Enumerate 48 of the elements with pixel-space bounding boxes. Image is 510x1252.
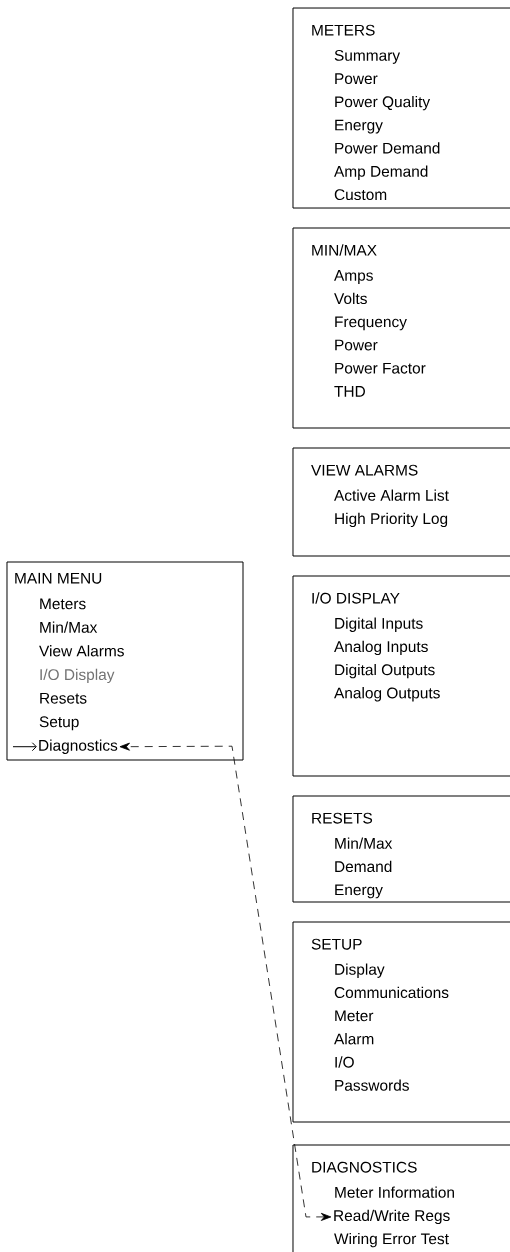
menu-item: Wiring Error Test <box>334 1232 449 1248</box>
menu-item: Analog Inputs <box>334 640 428 656</box>
menu-item: Power <box>335 339 378 351</box>
menu-item: Summary <box>334 49 400 64</box>
menu-item: Alarm <box>334 1033 374 1045</box>
menu-heading: RESETS <box>312 812 373 824</box>
menu-item: Resets <box>40 692 87 704</box>
menu-item: Power Factor <box>335 362 426 374</box>
menu-item: Min/Max <box>40 621 98 633</box>
menu-item: Meter Information <box>335 1186 454 1198</box>
menu-item: Active Alarm List <box>334 489 449 501</box>
menu-item: Custom <box>334 189 387 201</box>
menu-item: Volts <box>334 292 367 305</box>
menu-heading: I/O DISPLAY <box>312 592 400 604</box>
menu-item: Setup <box>39 716 79 731</box>
menu-item: Read/Write Regs <box>334 1209 450 1225</box>
menu-item: Communications <box>334 986 449 999</box>
menu-heading: METERS <box>312 24 375 36</box>
menu-heading: VIEW ALARMS <box>311 464 418 476</box>
arrow <box>119 742 332 1221</box>
menu-item: Passwords <box>335 1079 409 1091</box>
menu-item: Amps <box>334 270 373 284</box>
menu-heading: SETUP <box>311 938 362 950</box>
menu-item: Analog Outputs <box>334 687 440 702</box>
menu-heading: DIAGNOSTICS <box>312 1161 417 1173</box>
menu-item: Digital Outputs <box>335 663 435 679</box>
menu-item: Display <box>335 963 385 978</box>
menu-item: Power Quality <box>335 95 431 111</box>
menu-item: Amp Demand <box>334 165 428 180</box>
menu-item: Demand <box>335 860 392 873</box>
menu-item: View Alarms <box>39 645 124 657</box>
menu-item: Power <box>335 73 378 85</box>
menu-item: THD <box>334 386 365 397</box>
menu-item: I/O <box>335 1056 354 1068</box>
menu-item: Meter <box>335 1010 374 1022</box>
menu-heading: MAIN MENU <box>15 572 102 584</box>
menu-item: Min/Max <box>335 837 393 849</box>
menu-item: Energy <box>335 884 383 899</box>
cursor-arrow <box>12 742 37 752</box>
menu-heading: MIN/MAX <box>312 244 377 256</box>
menu-item: Meters <box>40 598 86 610</box>
menu-item: Diagnostics <box>39 739 118 754</box>
menu-item: Power Demand <box>335 142 440 154</box>
menu-item: Frequency <box>335 316 407 331</box>
menu-item: High Priority Log <box>335 512 448 528</box>
menu-item: Digital Inputs <box>335 617 423 632</box>
menu-item: I/O Display <box>40 668 115 684</box>
menu-item: Energy <box>335 119 383 134</box>
